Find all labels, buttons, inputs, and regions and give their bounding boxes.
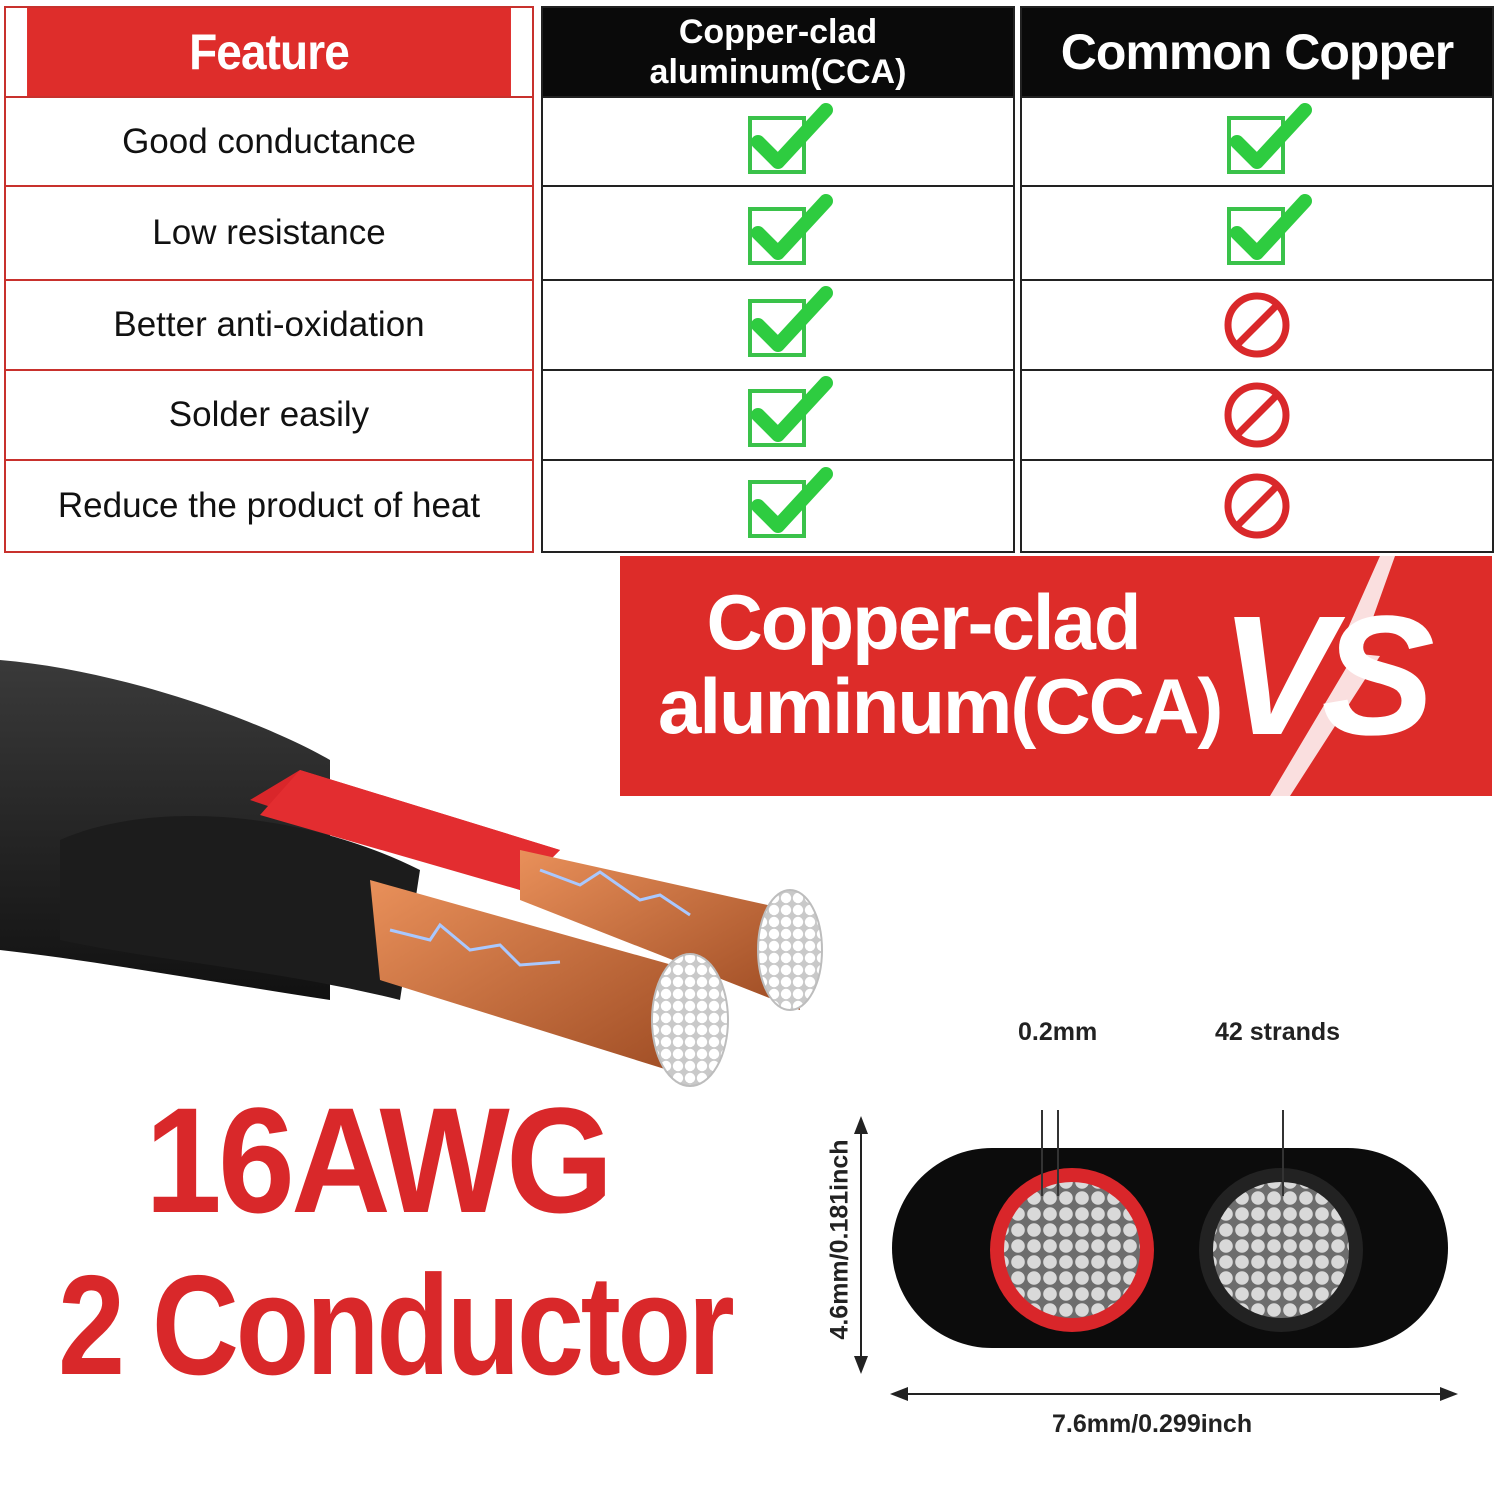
copper-cell [1022, 279, 1492, 369]
red-prohibited-icon [1222, 290, 1292, 360]
green-checkmark-icon [744, 466, 834, 546]
green-checkmark-icon [744, 285, 834, 365]
feature-cell: Better anti-oxidation [6, 279, 532, 369]
copper-cell [1022, 369, 1492, 459]
lightning-slash-icon [1270, 556, 1395, 796]
green-checkmark-icon [1223, 102, 1313, 182]
strand-count-label: 42 strands [1215, 1018, 1341, 1046]
cca-column: Copper-clad aluminum(CCA) [541, 6, 1015, 553]
height-dimension-label: 4.6mm/0.181inch [825, 1139, 854, 1340]
banner-line2: aluminum(CCA) [658, 662, 1223, 750]
feature-cell: Good conductance [6, 96, 532, 185]
feature-cell: Reduce the product of heat [6, 459, 532, 551]
cca-cell [543, 279, 1013, 369]
feature-header: Feature [27, 8, 511, 96]
cca-cell [543, 459, 1013, 551]
red-prohibited-icon [1222, 471, 1292, 541]
green-checkmark-icon [744, 193, 834, 273]
copper-cell [1022, 459, 1492, 551]
green-checkmark-icon [744, 102, 834, 182]
gauge-label: 16AWG [145, 1076, 613, 1244]
conductor-label: 2 Conductor [58, 1246, 735, 1405]
vs-text: VS [1220, 581, 1435, 771]
cca-header-line1: Copper-clad [678, 13, 878, 51]
copper-cell [1022, 96, 1492, 185]
copper-header: Common Copper [1022, 8, 1492, 96]
cca-cell [543, 96, 1013, 185]
red-prohibited-icon [1222, 380, 1292, 450]
cable-illustration [0, 660, 823, 1087]
cca-header-line2: aluminum(CCA) [649, 53, 907, 91]
cca-cell [543, 369, 1013, 459]
green-checkmark-icon [744, 375, 834, 455]
vs-banner: Copper-clad aluminum(CCA) VS [620, 556, 1492, 796]
green-checkmark-icon [1223, 193, 1313, 273]
feature-column: Feature Good conductance Low resistance … [4, 6, 534, 553]
copper-column: Common Copper [1020, 6, 1494, 553]
dimension-arrows [854, 1116, 1458, 1401]
banner-title: Copper-clad aluminum(CCA) [658, 578, 1223, 750]
feature-cell: Low resistance [6, 185, 532, 279]
copper-cell [1022, 185, 1492, 279]
width-dimension-label: 7.6mm/0.299inch [1052, 1410, 1253, 1438]
cca-cell [543, 185, 1013, 279]
banner-line1: Copper-clad [706, 578, 1141, 666]
strand-diameter-label: 0.2mm [1018, 1018, 1098, 1046]
cross-section-diagram [892, 1110, 1448, 1348]
cca-header: Copper-clad aluminum(CCA) [543, 8, 1013, 96]
feature-cell: Solder easily [6, 369, 532, 459]
